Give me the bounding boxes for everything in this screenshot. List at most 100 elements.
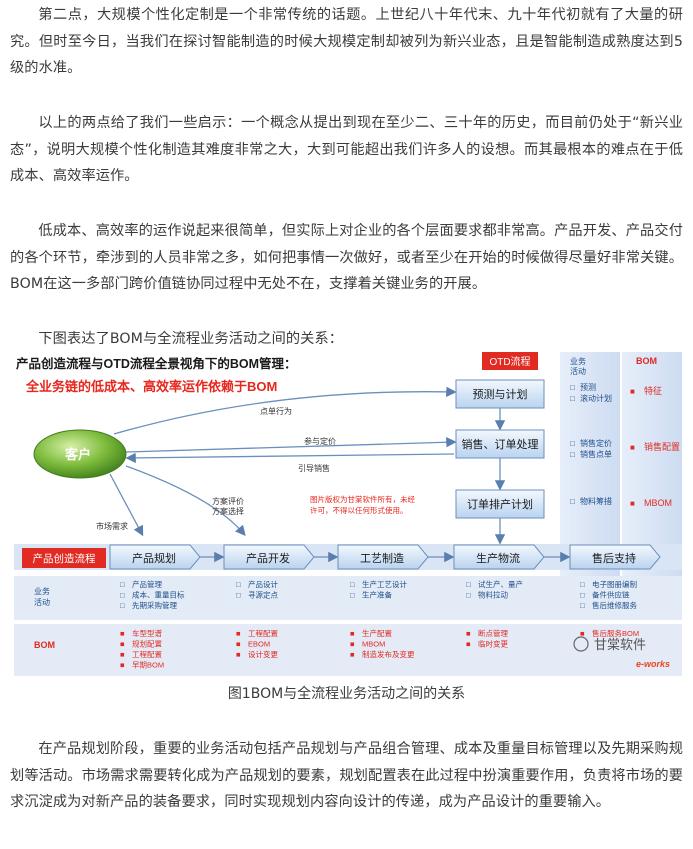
svg-text:□: □ [120,580,125,589]
svg-text:□: □ [570,439,575,448]
watermark: 甘棠软件 [594,637,646,652]
right-bom-header: BOM [636,356,657,366]
label-market-demand: 市场需求 [96,521,128,531]
label-join-pricing: 参与定价 [304,436,336,446]
svg-text:□: □ [350,591,355,600]
copyright-line-1: 图片版权为甘棠软件所有，未经 [310,494,415,504]
svg-text:■: ■ [466,629,471,638]
bom-item: 设计变更 [248,649,278,659]
arrow-join-pricing [125,437,457,453]
otd-step-sales-label: 销售、订单处理 [462,437,539,451]
label-point-order: 点单行为 [260,406,292,416]
right-bom-sales-config: 销售配置 [644,441,680,452]
activity-item: 备件供应链 [592,590,630,600]
activity-header-1: 业务 [34,586,50,596]
activity-item: 先期采购管理 [132,600,177,610]
bom-item: 工程配置 [248,629,278,638]
paragraph-4: 下图表达了BOM与全流程业务活动之间的关系： [38,331,344,347]
bom-process-diagram: OTD流程 产品创造流程与OTD流程全景视角下的BOM管理： 全业务链的低成本、… [14,348,685,678]
otd-label-bg [482,352,538,370]
svg-text:■: ■ [350,629,355,638]
paragraph-2: 以上的两点给了我们一些启示：一个概念从提出到现在至少二、三十年的历史，而目前仍处… [10,115,683,184]
svg-text:□: □ [236,580,241,589]
right-activity-rolling: 滚动计划 [580,393,612,403]
svg-text:□: □ [120,601,125,610]
label-scheme-select: 方案选择 [212,506,244,516]
svg-text:□: □ [580,591,585,600]
bom-band [14,624,682,676]
activity-item: 电子图册编制 [592,579,637,589]
svg-text:□: □ [236,591,241,600]
right-activity-order: 销售点单 [580,449,612,459]
diagram-subtitle: 全业务链的低成本、高效率运作依赖于BOM [25,379,277,394]
flow-step-logistics [453,544,545,570]
bom-item: 车型型谱 [132,628,162,638]
svg-text:■: ■ [350,640,355,649]
activity-item: 物料拉动 [478,590,508,600]
svg-text:□: □ [580,601,585,610]
flow-step-development [223,544,315,570]
svg-text:■: ■ [466,640,471,649]
svg-text:■: ■ [630,443,635,452]
flow-step-process [337,544,429,570]
bom-item: 工程配置 [132,650,162,659]
svg-text:■: ■ [580,629,585,638]
activity-item: 生产准备 [362,590,392,600]
diagram-title: 产品创造流程与OTD流程全景视角下的BOM管理： [16,356,297,371]
svg-text:■: ■ [120,650,125,659]
activity-cells: □ 产品管理 □ 成本、重量目标 □ 先期采购管理 □ 产品设计 □ 寻源定点 □ 生产工艺设计 □ 生产… [120,579,637,610]
svg-text:□: □ [350,580,355,589]
svg-text:□: □ [580,580,585,589]
otd-label: OTD流程 [489,355,530,368]
paragraph-5: 在产品规划阶段，重要的业务活动包括产品规划与产品组合管理、成本及重量目标管理以及… [10,741,683,810]
svg-text:■: ■ [120,661,125,670]
right-bom-feature: 特征 [644,385,662,396]
right-activity-header-2: 活动 [570,366,586,376]
svg-text:□: □ [120,591,125,600]
bom-header: BOM [34,640,55,650]
bom-item: 临时变更 [478,639,508,649]
otd-step-schedule [455,489,545,519]
bom-item: 断点管理 [478,628,508,638]
brand-logo: e-works [636,659,670,669]
bom-item: MBOM [362,640,385,649]
activity-item: 寻源定点 [248,590,278,600]
label-scheme-eval: 方案评价 [212,496,244,506]
activity-item: 生产工艺设计 [362,579,407,589]
svg-text:■: ■ [350,650,355,659]
right-activity-material: 物料筹措 [580,496,612,506]
svg-text:□: □ [570,450,575,459]
wechat-icon [573,636,589,652]
paragraph-1: 第二点，大规模个性化定制是一个非常传统的话题。上世纪八十年代末、九十年代初就有了… [10,7,683,76]
svg-text:■: ■ [236,650,241,659]
bom-item: 规划配置 [132,639,162,649]
flow-step-development-label: 产品开发 [246,551,290,565]
svg-text:■: ■ [630,387,635,396]
flow-label: 产品创造流程 [33,552,96,565]
svg-text:□: □ [570,383,575,392]
activity-item: 成本、重量目标 [132,590,185,600]
activity-item: 产品设计 [248,579,278,589]
bom-item: EBOM [248,640,270,649]
activity-item: 售后维修服务 [592,600,637,610]
flow-step-planning-label: 产品规划 [132,551,176,565]
activity-item: 产品管理 [132,579,162,589]
right-activity-header-1: 业务 [570,356,586,366]
svg-text:□: □ [570,394,575,403]
paragraph-3: 低成本、高效率的运作说起来很简单，但实际上对企业的各个层面要求都非常高。产品开发… [10,223,683,292]
otd-step-forecast-label: 预测与计划 [473,388,528,401]
svg-text:■: ■ [236,629,241,638]
svg-text:□: □ [466,591,471,600]
bom-item: 制造发布及变更 [362,649,415,659]
figure-caption: 图1BOM与全流程业务活动之间的关系 [227,686,466,702]
bom-item: 售后服务BOM [592,628,639,638]
label-guide-sales: 引导销售 [298,463,330,473]
svg-text:■: ■ [630,499,635,508]
arrow-scheme [125,465,246,536]
svg-text:□: □ [466,580,471,589]
flow-step-process-label: 工艺制造 [360,551,404,565]
activity-header-2: 活动 [34,597,50,607]
customer-label: 客户 [65,447,91,462]
flow-step-aftersales-label: 售后支持 [592,551,636,565]
svg-text:■: ■ [236,640,241,649]
